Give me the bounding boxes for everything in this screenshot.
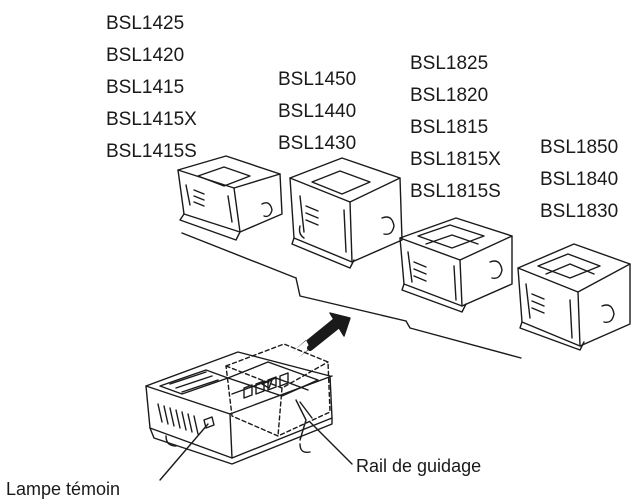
insertion-arrow bbox=[292, 313, 350, 358]
model-label: BSL1450 bbox=[278, 69, 357, 90]
model-label: BSL1430 bbox=[278, 133, 357, 154]
lamp-callout-label: Lampe témoin bbox=[6, 479, 121, 499]
model-label: BSL1850 bbox=[540, 137, 619, 158]
battery-group-4-labels: BSL1850 BSL1840 BSL1830 bbox=[540, 136, 618, 224]
model-label: BSL1425 bbox=[106, 13, 185, 34]
model-label: BSL1820 bbox=[410, 85, 489, 106]
model-label: BSL1815S bbox=[410, 181, 501, 202]
rail-callout-label: Rail de guidage bbox=[356, 456, 482, 476]
rail-leader-line bbox=[310, 422, 352, 464]
model-label: BSL1420 bbox=[106, 45, 185, 66]
charger bbox=[146, 352, 332, 464]
dashed-battery-outline bbox=[226, 344, 330, 436]
battery-group-3-labels: BSL1825 BSL1820 BSL1815 BSL1815X BSL1815… bbox=[410, 52, 501, 204]
battery-3 bbox=[400, 218, 512, 312]
model-label: BSL1815 bbox=[410, 117, 489, 138]
model-label: BSL1840 bbox=[540, 169, 619, 190]
battery-group-1-labels: BSL1425 BSL1420 BSL1415 BSL1415X BSL1415… bbox=[106, 12, 197, 164]
battery-2 bbox=[290, 158, 402, 268]
model-label: BSL1825 bbox=[410, 53, 489, 74]
model-label: BSL1415 bbox=[106, 77, 185, 98]
model-label: BSL1815X bbox=[410, 149, 501, 170]
battery-4 bbox=[518, 244, 630, 350]
model-label: BSL1415S bbox=[106, 141, 197, 162]
model-label: BSL1830 bbox=[540, 201, 619, 222]
model-label: BSL1440 bbox=[278, 101, 357, 122]
battery-1 bbox=[178, 156, 282, 240]
model-label: BSL1415X bbox=[106, 109, 197, 130]
battery-group-2-labels: BSL1450 BSL1440 BSL1430 bbox=[278, 68, 356, 156]
lamp-leader-line bbox=[160, 424, 208, 480]
bracket-lines bbox=[182, 233, 521, 358]
